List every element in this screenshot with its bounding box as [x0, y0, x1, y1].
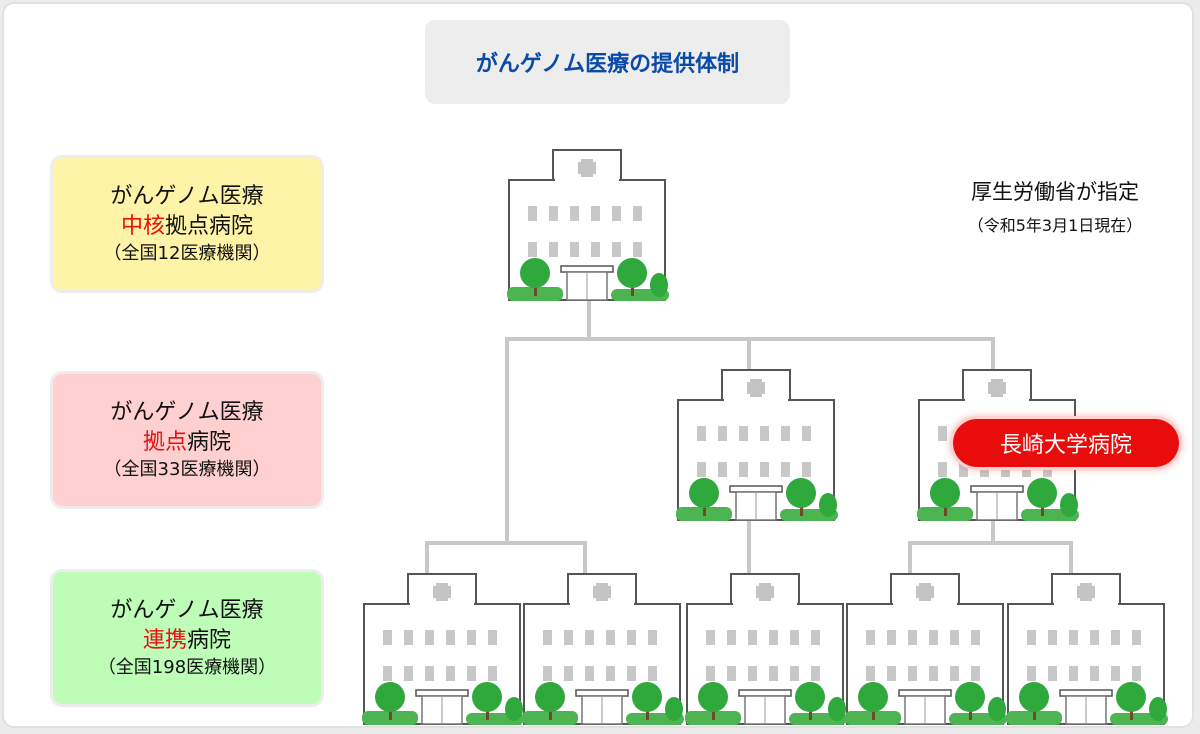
tier-suffix: 拠点病院: [165, 213, 254, 239]
tier-name: 拠点病院: [143, 428, 231, 458]
hospital-building-icon: [521, 573, 685, 726]
tier-count: （全国33医療機関）: [103, 458, 271, 480]
tier-suffix: 病院: [187, 627, 232, 653]
hospital-building-icon: [361, 573, 525, 726]
tier-label: がんゲノム医療: [110, 184, 264, 210]
tier-label: がんゲノム医療: [110, 400, 264, 426]
tier-highlight: 連携: [142, 627, 187, 653]
nagasaki-university-hospital-badge: 長崎大学病院: [953, 419, 1179, 467]
tier-highlight: 中核: [120, 213, 165, 239]
diagram-title: がんゲノム医療の提供体制: [425, 20, 790, 104]
hospital-building-icon: [1005, 573, 1169, 726]
tier-label: がんゲノム医療: [110, 598, 264, 624]
designation-note: 厚生労働省が指定: [971, 180, 1139, 204]
tier-count: （全国198医療機関）: [97, 656, 277, 678]
hospital-building-icon: [675, 369, 839, 522]
hospital-building-icon: [506, 149, 670, 302]
tier-base-hospitals: がんゲノム医療 拠点病院 （全国33医療機関）: [50, 371, 324, 509]
tier-core-hospitals: がんゲノム医療 中核拠点病院 （全国12医療機関）: [50, 155, 324, 293]
tier-cooperating-hospitals: がんゲノム医療 連携病院 （全国198医療機関）: [50, 569, 324, 707]
tier-suffix: 病院: [187, 429, 232, 455]
designation-date: （令和5年3月1日現在）: [967, 216, 1143, 235]
tier-name: 連携病院: [143, 626, 231, 656]
hospital-building-icon: [684, 573, 848, 726]
tier-highlight: 拠点: [142, 429, 187, 455]
hospital-building-icon: [844, 573, 1008, 726]
tier-name: 中核拠点病院: [121, 212, 253, 242]
tier-count: （全国12医療機関）: [103, 242, 271, 264]
